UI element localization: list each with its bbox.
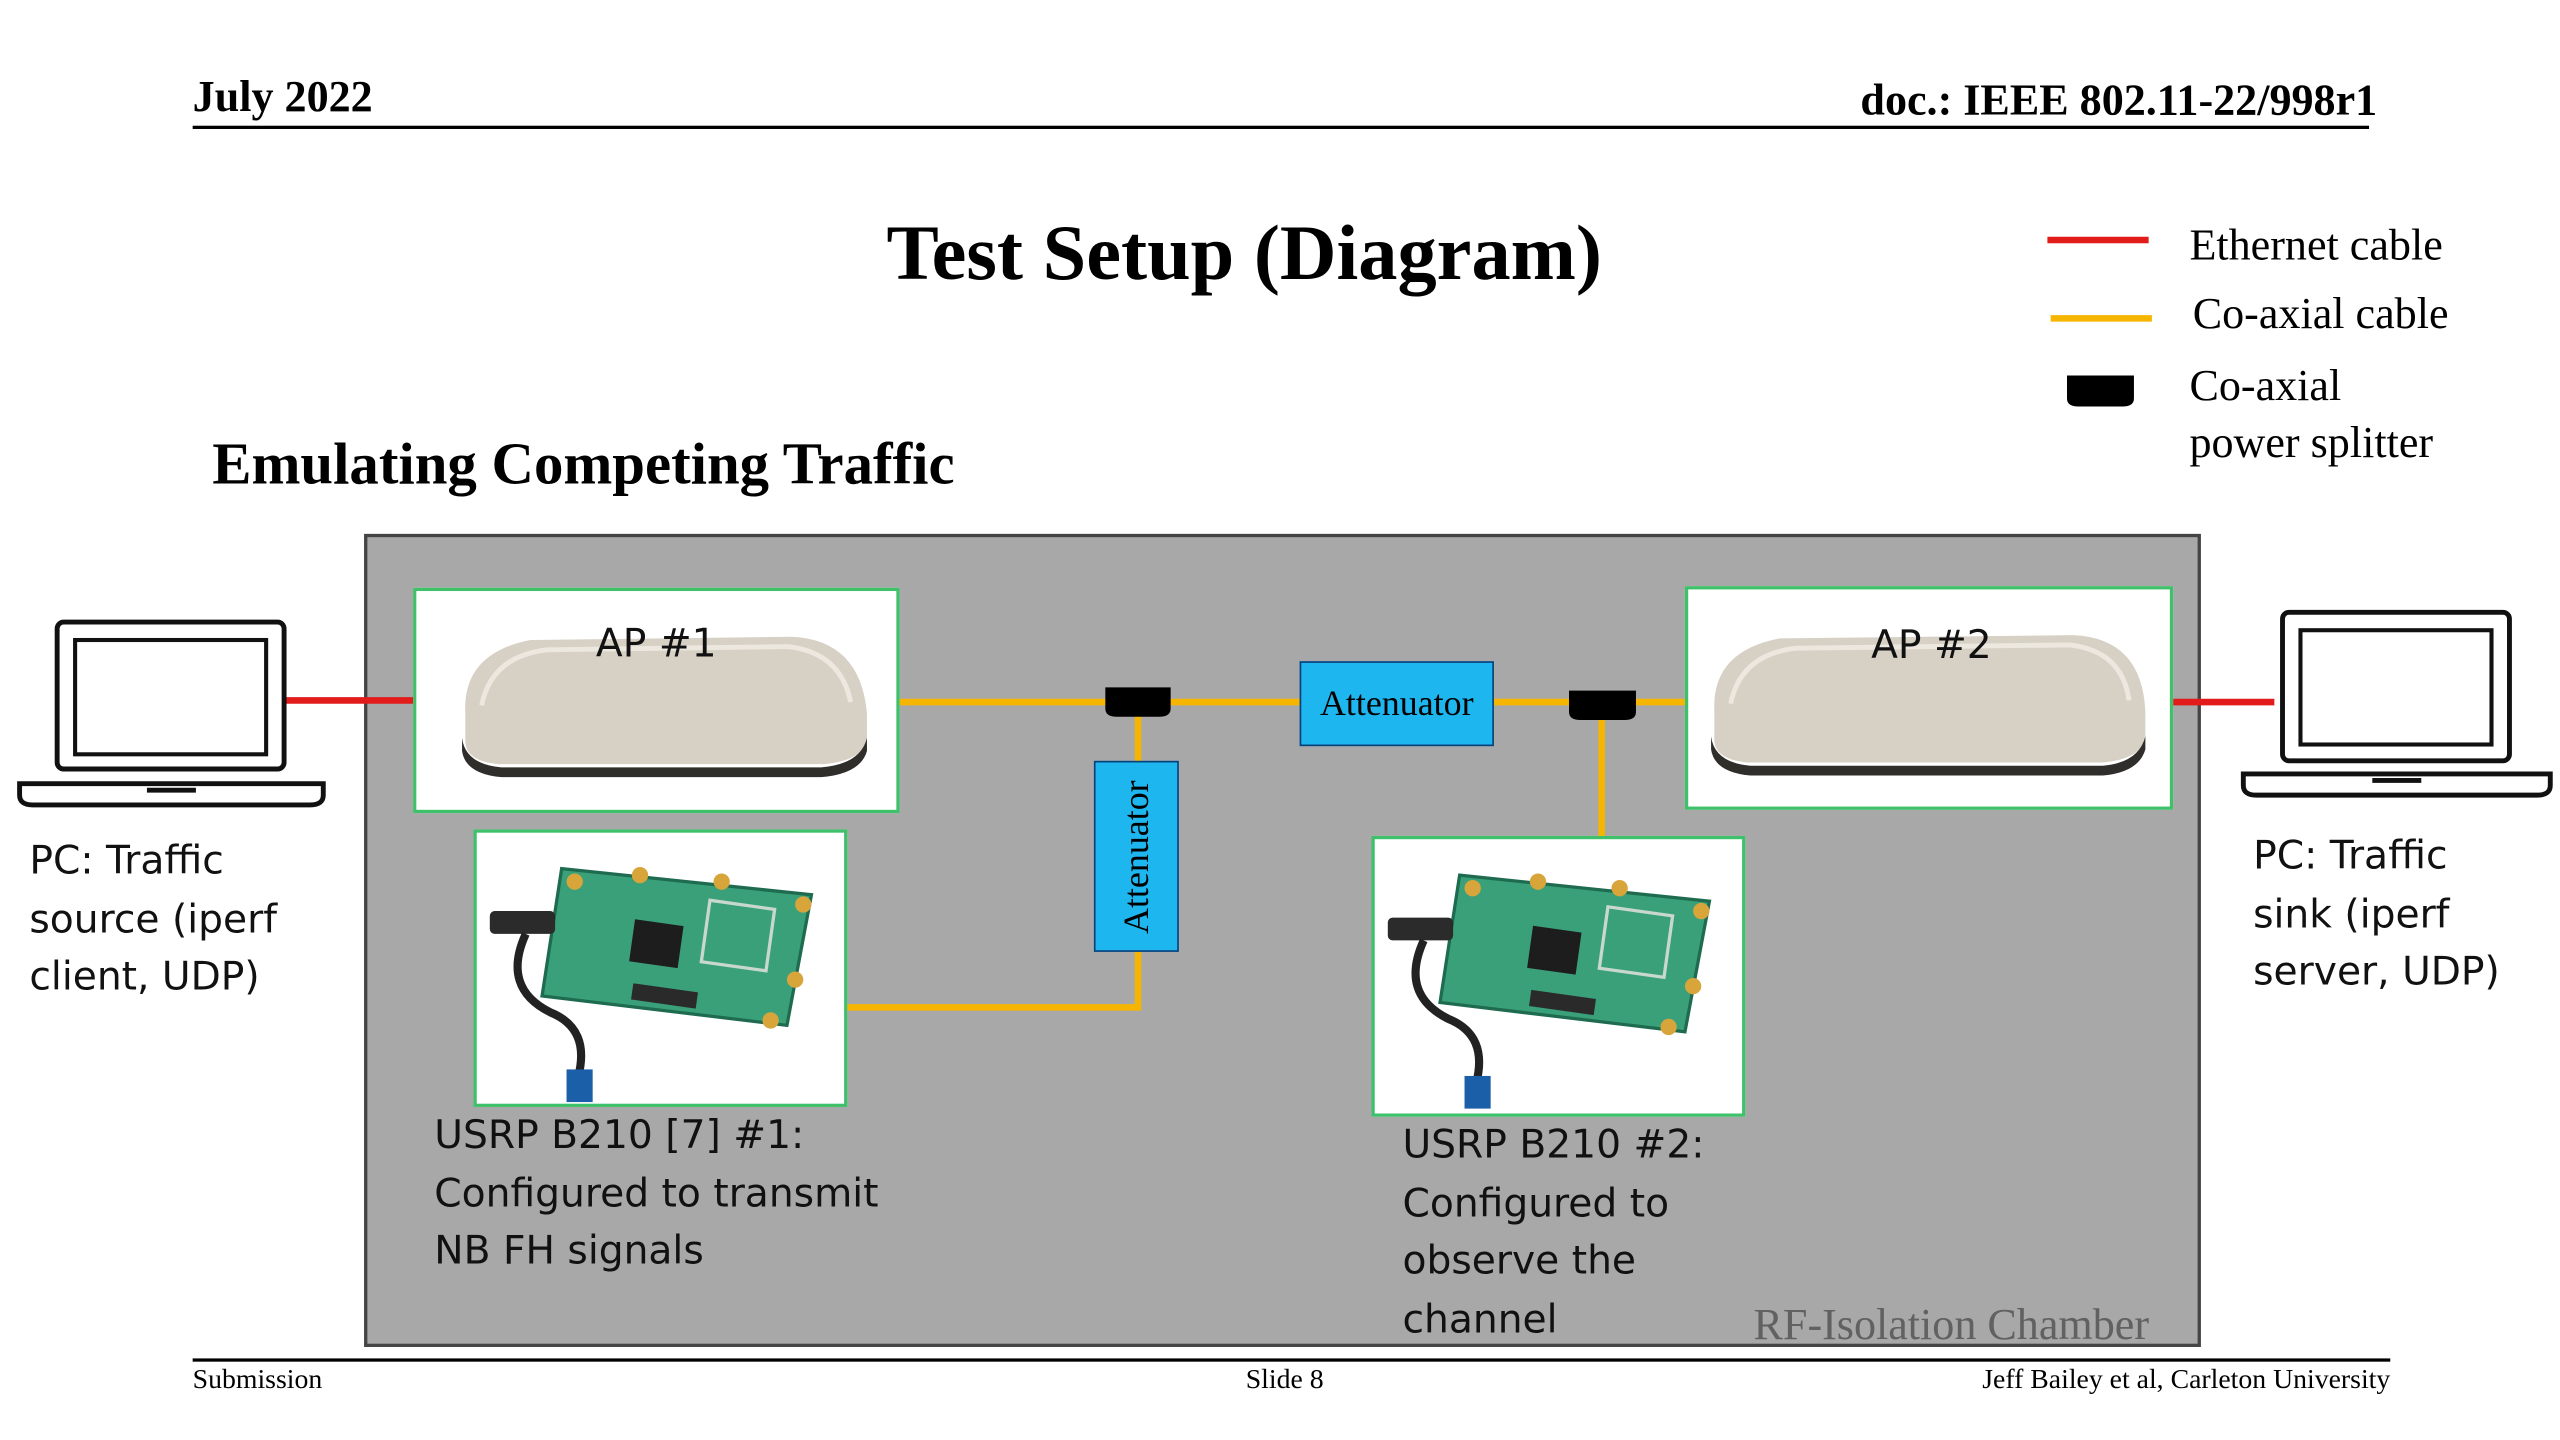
slide-title: Test Setup (Diagram) — [886, 210, 1603, 298]
usrp-board-icon — [1387, 873, 1712, 1109]
ethernet-legend-label: Ethernet cable — [2189, 220, 2443, 270]
coax-legend-label: Co-axial cable — [2192, 288, 2449, 338]
attenuator-vertical-label: Attenuator — [1115, 779, 1156, 934]
footer-submission: Submission — [192, 1363, 323, 1395]
usrp2-box — [1371, 835, 1746, 1117]
usrp2-label: USRP B210 #2: Configured to observe the … — [1402, 1121, 1705, 1342]
attenuator-horizontal-label: Attenuator — [1319, 682, 1474, 724]
laptop-icon — [2240, 609, 2553, 798]
footer-rule — [192, 1358, 2391, 1361]
ap2-box: AP #2 — [1684, 586, 2174, 810]
pc-left-label: PC: Traffic source (iperf client, UDP) — [29, 837, 278, 1000]
power-splitter-icon — [2066, 375, 2134, 407]
ethernet-legend-swatch — [2047, 236, 2149, 244]
attenuator-horizontal: Attenuator — [1299, 661, 1494, 747]
ap2-label: AP #2 — [1871, 622, 1992, 668]
coax-legend-swatch — [2050, 315, 2152, 322]
splitter-legend-label: Co-axial power splitter — [2189, 360, 2434, 467]
footer-slide-number: Slide 8 — [1245, 1363, 1324, 1395]
ap1-box: AP #1 — [413, 587, 900, 814]
usrp-board-icon — [489, 866, 814, 1103]
header-date: July 2022 — [192, 71, 373, 121]
pc-right-label: PC: Traffic sink (iperf server, UDP) — [2253, 832, 2500, 995]
attenuator-vertical: Attenuator — [1093, 760, 1179, 952]
access-point-icon — [1711, 635, 2146, 776]
section-subtitle: Emulating Competing Traffic — [212, 431, 955, 497]
header-rule — [192, 125, 2370, 129]
ap1-label: AP #1 — [595, 620, 717, 667]
footer-author: Jeff Bailey et al, Carleton University — [1982, 1363, 2391, 1395]
usrp1-box — [473, 829, 848, 1107]
header-doc: doc.: IEEE 802.11-22/998r1 — [1860, 75, 2378, 125]
usrp1-label: USRP B210 [7] #1: Configured to transmit… — [434, 1111, 879, 1274]
access-point-icon — [462, 636, 867, 778]
chamber-label: RF-Isolation Chamber — [1753, 1299, 2150, 1349]
laptop-icon — [17, 619, 326, 808]
